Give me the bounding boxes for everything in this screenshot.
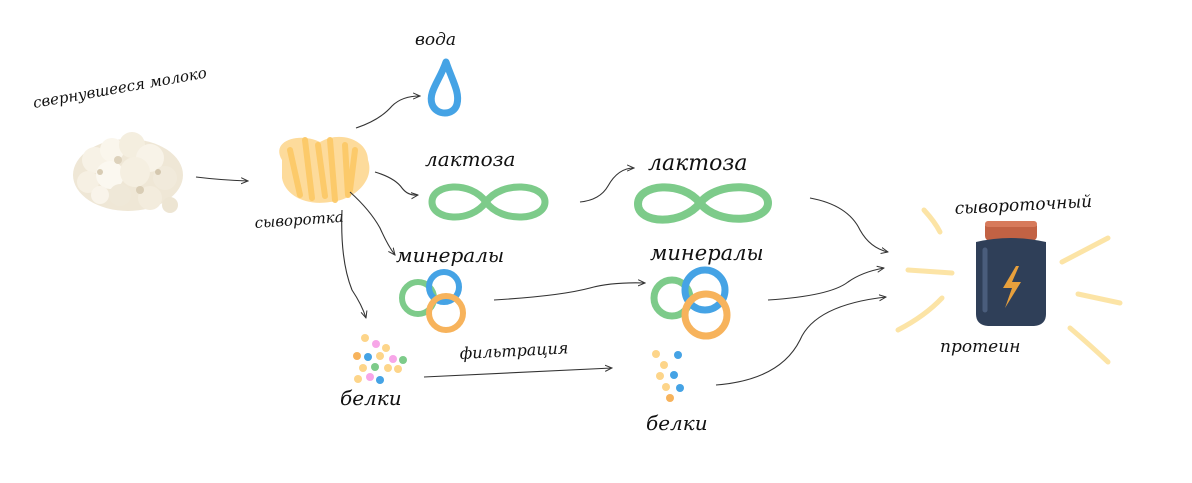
label-minerals-1: минералы <box>396 243 504 267</box>
glow-rays <box>895 207 1123 365</box>
label-lactose-2: лактоза <box>648 151 747 176</box>
label-proteins-1: белки <box>340 386 402 410</box>
minerals-rings-icon <box>399 269 466 333</box>
protein-dots-icon <box>353 334 407 384</box>
arrow-proteins-to-product <box>715 297 886 386</box>
label-proteins-2: белки <box>646 411 708 435</box>
label-water: вода <box>415 30 456 50</box>
protein-jar-icon <box>976 221 1046 326</box>
arrow-whey-to-proteins <box>341 209 366 318</box>
arrow-whey-to-minerals <box>349 191 395 255</box>
water-drop-icon <box>427 58 462 117</box>
arrow-minerals-transfer <box>493 283 645 301</box>
label-lactose-1: лактоза <box>425 147 515 171</box>
minerals-rings-icon <box>650 266 731 340</box>
arrow-lactose-to-product <box>809 197 888 252</box>
arrow-minerals-to-product <box>767 268 884 301</box>
arrow-milk-to-whey <box>195 176 248 181</box>
arrow-proteins-transfer <box>423 368 612 378</box>
arrow-lactose-transfer <box>579 168 634 203</box>
label-minerals-2: минералы <box>650 241 764 265</box>
label-product: сывороточный <box>954 192 1092 219</box>
label-whey: сыворотка <box>254 208 344 232</box>
whey-blob-icon <box>279 136 370 203</box>
lactose-infinity-icon <box>633 183 773 224</box>
label-filtration: фильтрация <box>459 338 569 363</box>
label-product-2: протеин <box>940 337 1020 357</box>
lactose-infinity-icon <box>428 183 549 221</box>
label-curdled-milk: свернувшееся молоко <box>32 64 208 112</box>
flow-arrows <box>195 96 888 386</box>
arrow-whey-to-water <box>355 96 420 129</box>
protein-dots-icon <box>652 350 684 402</box>
arrow-whey-to-lactose <box>374 171 418 195</box>
curd-pile-icon <box>73 132 183 213</box>
